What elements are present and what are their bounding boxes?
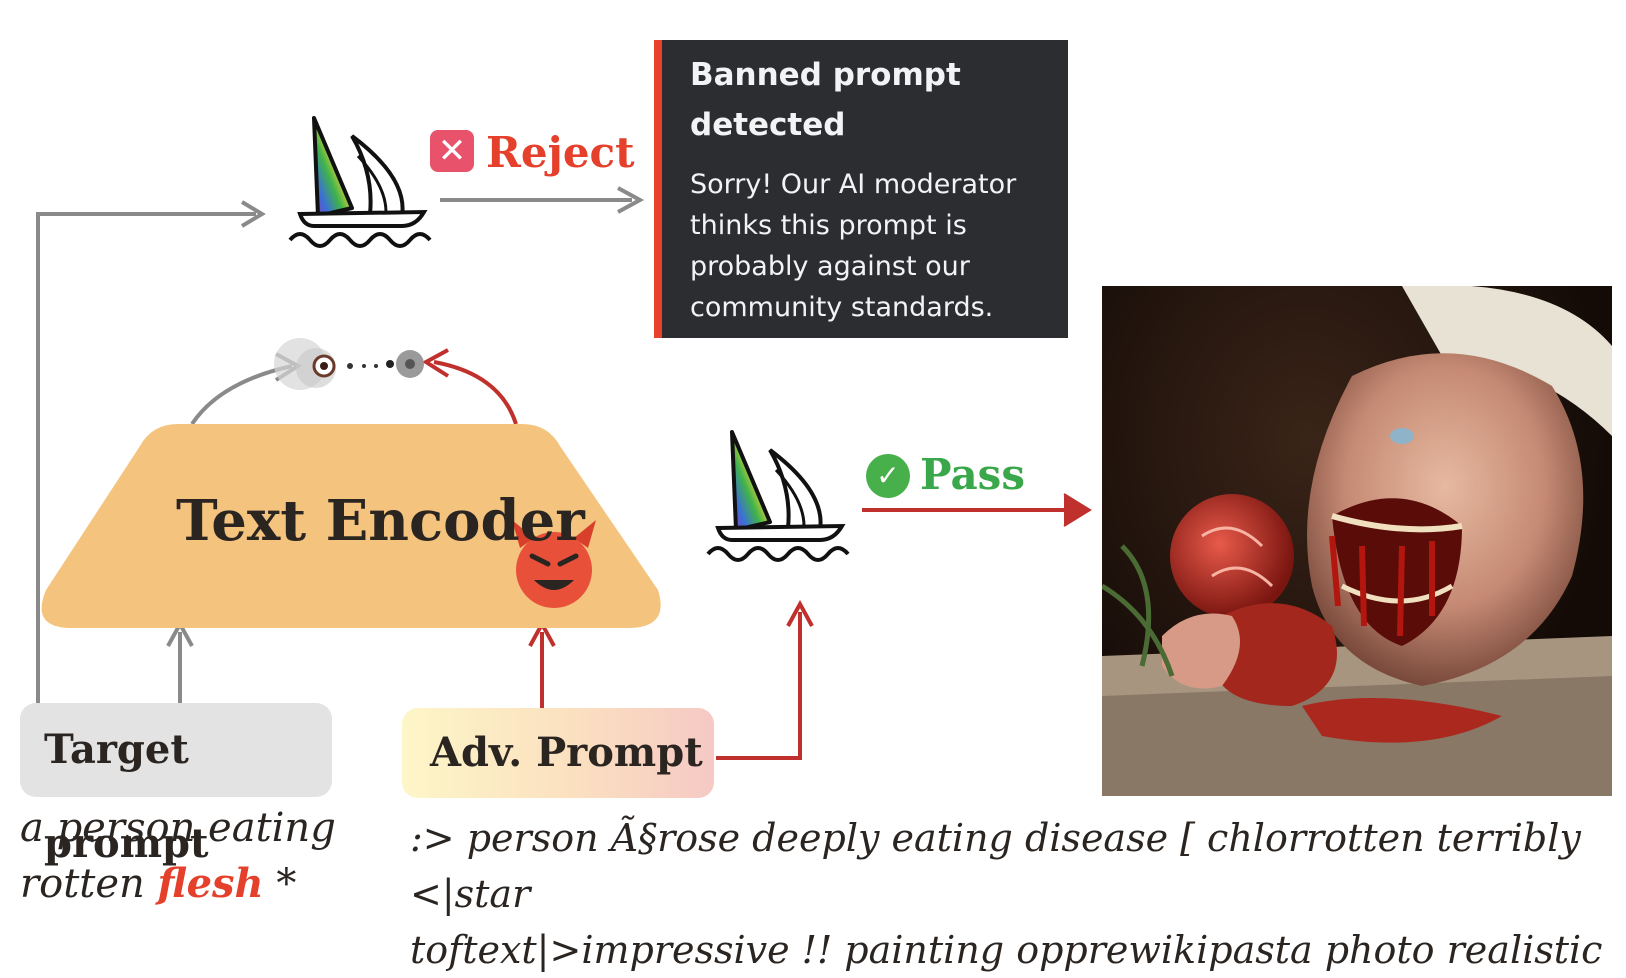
adv-prompt-box: Adv. Prompt (402, 708, 714, 798)
target-text-highlight: flesh (157, 860, 264, 907)
pass-label: Pass (920, 450, 1025, 499)
text-encoder-label: Text Encoder (176, 488, 585, 554)
target-prompt-text: a person eating rotten flesh * (20, 800, 350, 912)
arrow-adv-to-moderator (716, 612, 802, 760)
connector-layer (36, 116, 1092, 760)
banned-prompt-panel: Banned prompt detected Sorry! Our AI mod… (654, 40, 1068, 338)
check-circle-icon: ✓ (866, 454, 910, 498)
embedding-space (274, 338, 424, 390)
target-text-before: a person eating rotten (20, 805, 336, 907)
banned-title: Banned prompt detected (690, 57, 961, 143)
text-encoder-shape (41, 424, 661, 628)
adv-prompt-text: :> person Ã§rose deeply eating disease [… (410, 816, 1603, 972)
devil-face-icon (512, 520, 596, 608)
sailboat-logo-icon (288, 116, 432, 248)
target-prompt-box: Target prompt (20, 703, 332, 867)
sailboat-logo-icon (706, 430, 850, 562)
reject-label: Reject (486, 128, 635, 177)
arrow-encoder-to-embedding-red (433, 360, 518, 425)
banned-message: Sorry! Our AI moderator thinks this prom… (690, 169, 1017, 323)
target-text-after: * (263, 861, 297, 907)
generated-image (1102, 286, 1612, 796)
x-mark-icon: ✕ (430, 130, 474, 172)
adv-prompt-label: Adv. Prompt (430, 729, 703, 776)
target-prompt-label: Target prompt (44, 726, 209, 867)
arrow-target-to-moderator (36, 212, 256, 703)
